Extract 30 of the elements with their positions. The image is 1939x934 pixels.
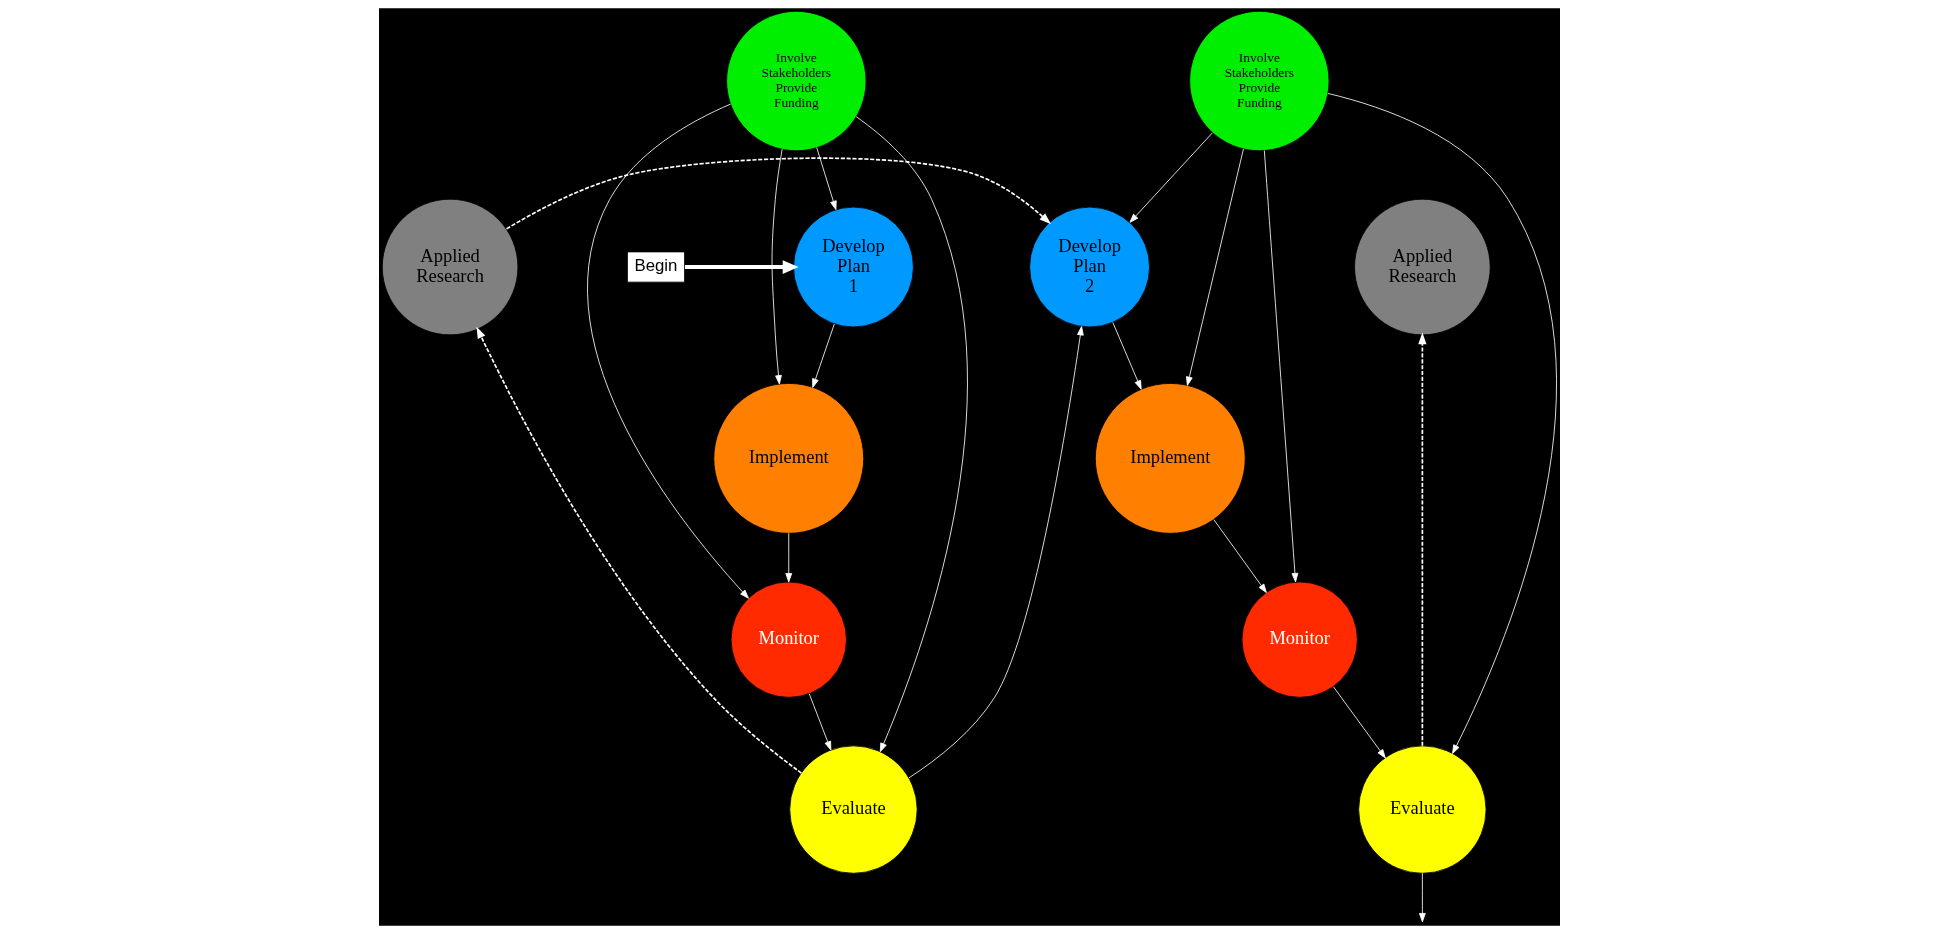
arrow bbox=[1263, 150, 1299, 583]
arrow bbox=[505, 157, 1052, 230]
arrow bbox=[1213, 519, 1267, 593]
node-box: Begin bbox=[627, 251, 685, 283]
arrow bbox=[476, 326, 803, 774]
node-circle: Applied Research bbox=[1354, 198, 1491, 336]
node-circle: Develop Plan 1 bbox=[793, 206, 914, 328]
arrow bbox=[816, 147, 837, 210]
node-circle: Monitor bbox=[730, 581, 847, 698]
arrow bbox=[1332, 686, 1386, 759]
arrow bbox=[587, 103, 749, 599]
node-circle: Involve Stakeholders Provide Funding bbox=[1189, 10, 1330, 152]
arrow bbox=[812, 323, 835, 388]
node-circle: Implement bbox=[1094, 383, 1246, 534]
arrow bbox=[1129, 132, 1213, 223]
arrow bbox=[855, 116, 968, 753]
arrow bbox=[1418, 332, 1427, 747]
arrow bbox=[1327, 93, 1557, 754]
node-circle: Evaluate bbox=[789, 745, 918, 874]
arrow bbox=[1112, 322, 1142, 390]
node-circle: Applied Research bbox=[381, 198, 519, 336]
node-circle: Involve Stakeholders Provide Funding bbox=[726, 10, 867, 152]
arrow bbox=[684, 260, 799, 274]
node-circle: Develop Plan 2 bbox=[1029, 206, 1150, 328]
arrow bbox=[808, 693, 832, 751]
arrow bbox=[908, 326, 1084, 779]
node-circle: Implement bbox=[713, 383, 865, 534]
arrow bbox=[785, 532, 793, 583]
arrow bbox=[771, 148, 783, 385]
arrow bbox=[1186, 148, 1244, 386]
